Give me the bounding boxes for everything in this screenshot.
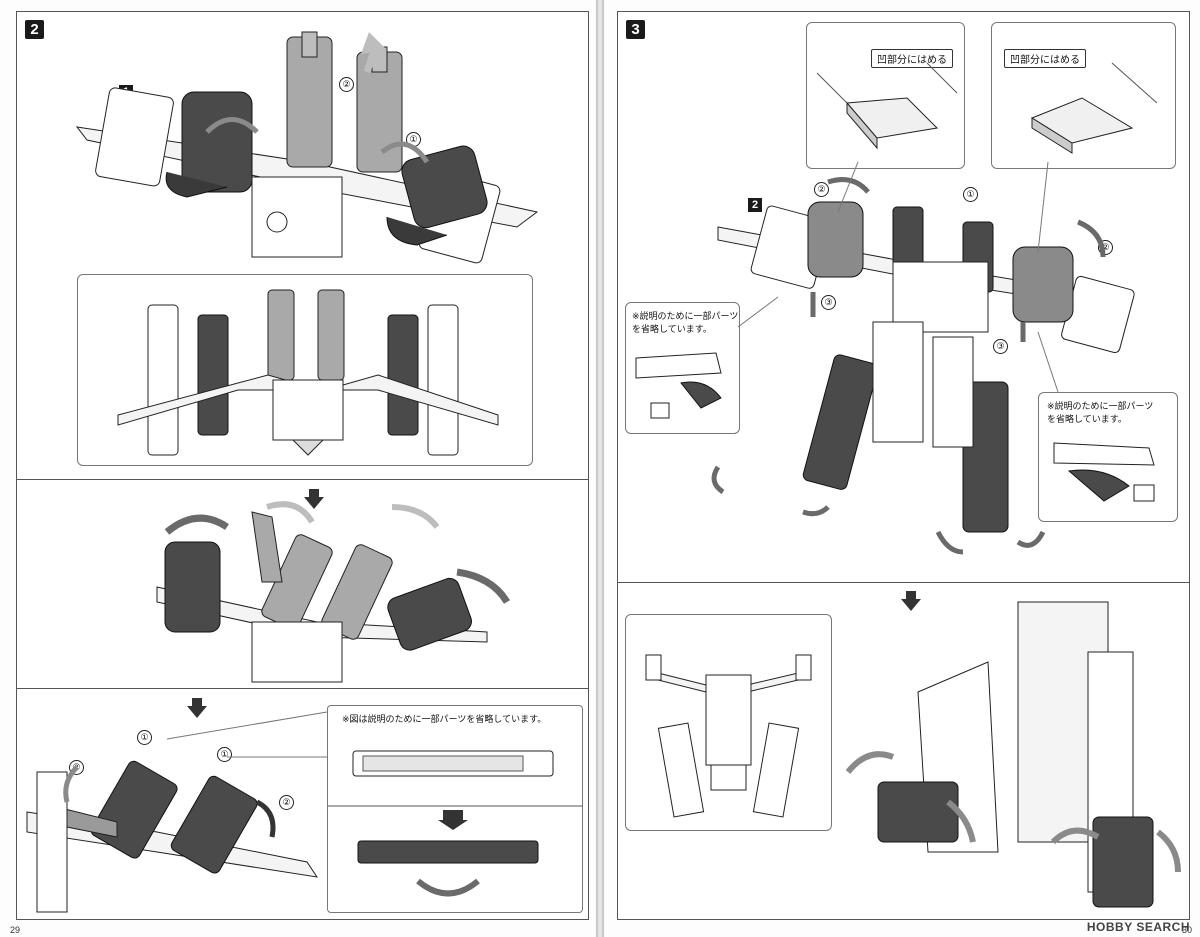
front-view-illustration: [117, 289, 499, 456]
omission-left-illustration: [635, 352, 722, 419]
fit-tag-right: 凹部分にはめる: [1004, 49, 1086, 68]
marker-r2a: ②: [814, 182, 829, 197]
down-arrow-icon-2: [187, 698, 207, 718]
omission-note-right-2: を省略しています。: [1047, 415, 1127, 425]
step-2-badge: 2: [25, 20, 44, 39]
marker-r3b: ③: [993, 339, 1008, 354]
ref-2-badge: 2: [748, 198, 762, 212]
marker-2a: ②: [339, 77, 354, 92]
detail-left-illustration: [816, 62, 958, 150]
row2-illustration: [156, 501, 511, 683]
step-3-badge: 3: [626, 20, 645, 39]
omission-note: ※図は説明のために一部パーツを省略しています。: [342, 715, 547, 725]
omission-note-left-2: を省略しています。: [632, 325, 712, 335]
omission-note-right-1: ※説明のために一部パーツ: [1047, 402, 1154, 412]
marker-r3a: ③: [821, 295, 836, 310]
marker-r1: ①: [963, 187, 978, 202]
front-view-box-right: [625, 614, 832, 831]
marker-1d: ①: [217, 747, 232, 762]
row3-illustration: [26, 760, 319, 913]
page-number-left: 29: [10, 925, 21, 935]
callout-lines-right: [737, 161, 1059, 393]
detail-box: ※図は説明のために一部パーツを省略しています。: [327, 705, 583, 913]
omission-right-illustration: [1053, 442, 1155, 502]
omission-note-left-1: ※説明のために一部パーツ: [632, 312, 739, 322]
hobby-search-logo: HOBBY SEARCH: [1086, 920, 1190, 934]
page-gutter: [596, 0, 604, 937]
right-frame: 3 凹部分にはめる 凹部分にはめる 2 ② ① ② ③ ③: [617, 11, 1190, 920]
detail-box-right: 凹部分にはめる: [991, 22, 1176, 169]
marker-2c: ②: [279, 795, 294, 810]
omission-box-left: ※説明のために一部パーツ を省略しています。: [625, 302, 740, 434]
front-view-box: [77, 274, 533, 466]
right-page: 3 凹部分にはめる 凹部分にはめる 2 ② ① ② ③ ③: [604, 0, 1200, 937]
row1-illustration: [75, 31, 539, 264]
page-number-right: 30: [1181, 925, 1192, 935]
left-page: 2 1 ① ② ①: [0, 0, 596, 937]
detail-illustration: [328, 750, 582, 897]
robot-mode-illustration: [845, 601, 1181, 908]
robot-main-illustration: [711, 177, 1135, 555]
callout-lines: [166, 711, 328, 758]
divider-2: [17, 688, 588, 689]
detail-box-left: 凹部分にはめる: [806, 22, 965, 169]
down-arrow-icon: [304, 489, 324, 509]
detail-right-illustration: [1030, 62, 1158, 154]
fit-tag-left: 凹部分にはめる: [871, 49, 953, 68]
divider-1: [17, 479, 588, 480]
omission-box-right: ※説明のために一部パーツ を省略しています。: [1038, 392, 1178, 522]
marker-1c: ①: [137, 730, 152, 745]
left-frame: 2 1 ① ② ①: [16, 11, 589, 920]
down-arrow-icon-right: [901, 591, 921, 611]
front-view-robot: [645, 654, 812, 818]
divider-right: [618, 582, 1189, 583]
